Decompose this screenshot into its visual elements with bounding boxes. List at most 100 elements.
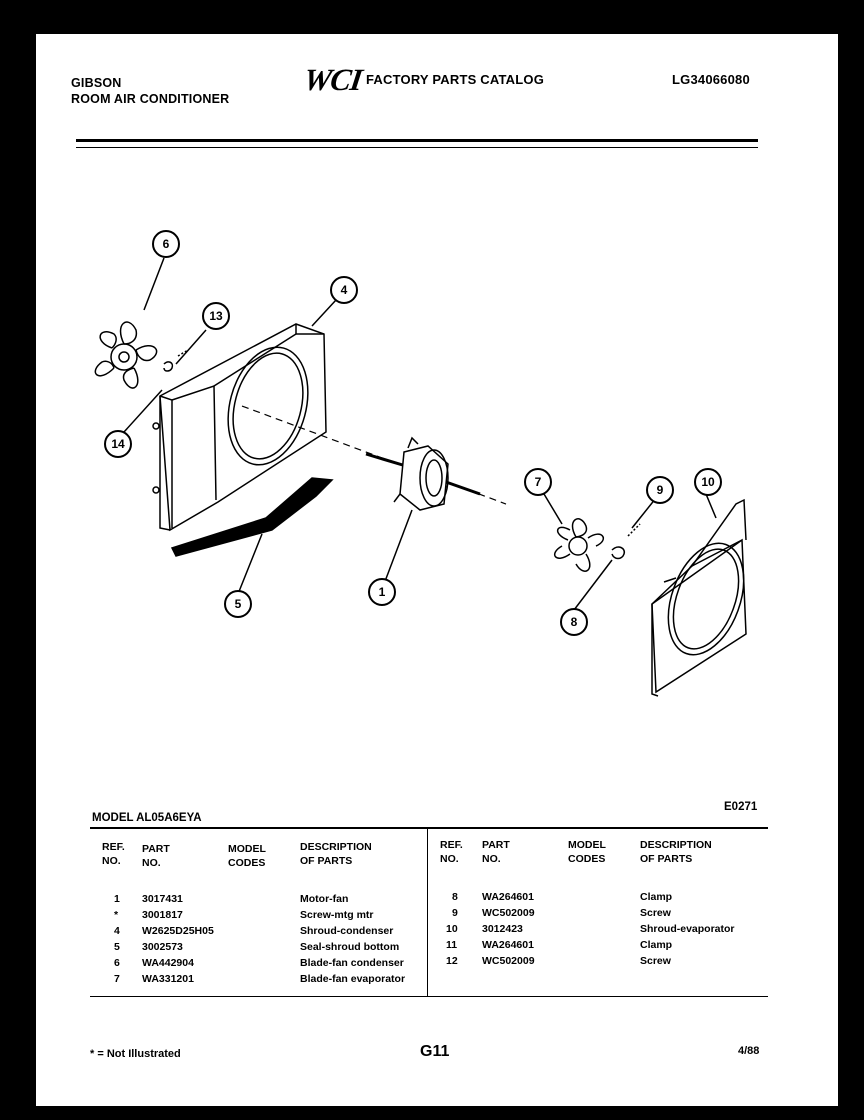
table-cell-ref: 6 [114, 957, 120, 969]
table-cell-desc: Screw [640, 955, 671, 967]
table-cell-desc: Shroud-condenser [300, 925, 394, 937]
callout-5: 5 [224, 590, 252, 618]
callout-label: 9 [657, 483, 664, 497]
callout-label: 10 [701, 475, 715, 489]
header-part-right-line1: PART [482, 839, 510, 851]
table-cell-part: 3017431 [142, 893, 183, 905]
table-cell-desc: Clamp [640, 891, 673, 903]
condenser-shroud [152, 323, 327, 532]
header-ref-line1: REF. [102, 841, 125, 853]
table-cell-part: WA264601 [482, 939, 534, 951]
table-bottom-rule [90, 996, 768, 997]
header-desc-line2: OF PARTS [300, 855, 353, 867]
header-model: MODEL CODES [228, 842, 266, 870]
table-cell-desc: Screw-mtg mtr [300, 909, 374, 921]
condenser-fan-blade [94, 321, 158, 389]
table-cell-part: 3001817 [142, 909, 183, 921]
fan-motor [365, 436, 481, 511]
callout-10: 10 [694, 468, 722, 496]
document-number: LG34066080 [672, 72, 750, 87]
page-date: 4/88 [738, 1045, 760, 1057]
header-model-line2: CODES [228, 857, 266, 869]
callout-circle [224, 590, 252, 618]
table-cell-part: WA331201 [142, 973, 194, 985]
table-cell-ref: 10 [446, 923, 458, 935]
screw-evaporator [627, 523, 641, 537]
page-code: G11 [420, 1043, 450, 1060]
table-cell-ref: 12 [446, 955, 458, 967]
callout-circle [104, 430, 132, 458]
table-cell-part: WC502009 [482, 907, 535, 919]
header-ref-right: REF. NO. [440, 838, 463, 866]
callout-4: 4 [330, 276, 358, 304]
callout-7: 7 [524, 468, 552, 496]
revision-code: E0271 [724, 801, 758, 813]
callout-label: 1 [379, 585, 386, 599]
header-rule-thin [76, 147, 758, 148]
callout-circle [560, 608, 588, 636]
callout-6: 6 [152, 230, 180, 258]
callout-label: 7 [535, 475, 542, 489]
table-cell-ref: 9 [452, 907, 458, 919]
callout-label: 8 [571, 615, 578, 629]
header-ref-line2: NO. [102, 855, 121, 867]
callout-label: 6 [163, 237, 170, 251]
callout-9: 9 [646, 476, 674, 504]
table-cell-ref: * [114, 909, 119, 921]
header-ref-right-line2: NO. [440, 853, 459, 865]
header-part-line1: PART [142, 843, 170, 855]
table-cell-desc: Motor-fan [300, 893, 349, 905]
header-desc: DESCRIPTION OF PARTS [300, 840, 372, 868]
table-cell-ref: 4 [114, 925, 120, 937]
callout-circle [202, 302, 230, 330]
table-cell-part: WA442904 [142, 957, 194, 969]
header-rule-thick [76, 139, 758, 142]
header-desc-right: DESCRIPTION OF PARTS [640, 838, 712, 866]
callout-13: 13 [202, 302, 230, 330]
table-column-divider [427, 829, 428, 996]
table-cell-desc: Blade-fan evaporator [300, 973, 406, 985]
header-part-right-line2: NO. [482, 853, 501, 865]
table-cell-part: 3012423 [482, 923, 523, 935]
header-part: PART NO. [142, 842, 170, 870]
header-ref: REF. NO. [102, 840, 125, 868]
callout-circle [152, 230, 180, 258]
header-model-right: MODEL CODES [568, 838, 606, 866]
callout-circle [368, 578, 396, 606]
evaporator-fan-blade [553, 518, 605, 572]
table-cell-ref: 7 [114, 973, 120, 985]
table-cell-part: WA264601 [482, 891, 534, 903]
header-desc-line1: DESCRIPTION [300, 841, 372, 853]
exploded-parts-diagram: 6 13 4 14 1 5 7 9 10 8 [94, 230, 747, 697]
callout-14: 14 [104, 430, 132, 458]
catalog-page: GIBSON ROOM AIR CONDITIONER WCI FACTORY … [36, 34, 838, 1106]
table-cell-ref: 8 [452, 891, 458, 903]
table-cell-desc: Clamp [640, 939, 673, 951]
header-part-right: PART NO. [482, 838, 510, 866]
catalog-title: FACTORY PARTS CATALOG [366, 72, 545, 87]
clamp-evaporator [611, 546, 626, 560]
callout-label: 5 [235, 597, 242, 611]
callout-circle [646, 476, 674, 504]
table-cell-part: WC502009 [482, 955, 535, 967]
table-cell-ref: 11 [446, 939, 458, 951]
brand-name: GIBSON [71, 76, 122, 90]
table-cell-desc: Seal-shroud bottom [300, 941, 400, 953]
table-cell-desc: Screw [640, 907, 671, 919]
table-top-rule [90, 827, 768, 829]
evaporator-shroud [651, 498, 747, 697]
table-cell-part: W2625D25H05 [142, 925, 214, 937]
product-name: ROOM AIR CONDITIONER [71, 92, 230, 106]
header-model-right-line2: CODES [568, 853, 606, 865]
table-cell-desc: Shroud-evaporator [640, 923, 735, 935]
callout-1: 1 [368, 578, 396, 606]
header-model-right-line1: MODEL [568, 839, 606, 851]
table-cell-ref: 5 [114, 941, 120, 953]
header-model-line1: MODEL [228, 843, 266, 855]
seal-shroud-bottom [170, 477, 334, 557]
callout-label: 13 [209, 309, 223, 323]
callout-label: 14 [111, 437, 125, 451]
footnote: * = Not Illustrated [90, 1048, 181, 1060]
model-number: MODEL AL05A6EYA [92, 812, 202, 824]
callout-label: 4 [341, 283, 348, 297]
